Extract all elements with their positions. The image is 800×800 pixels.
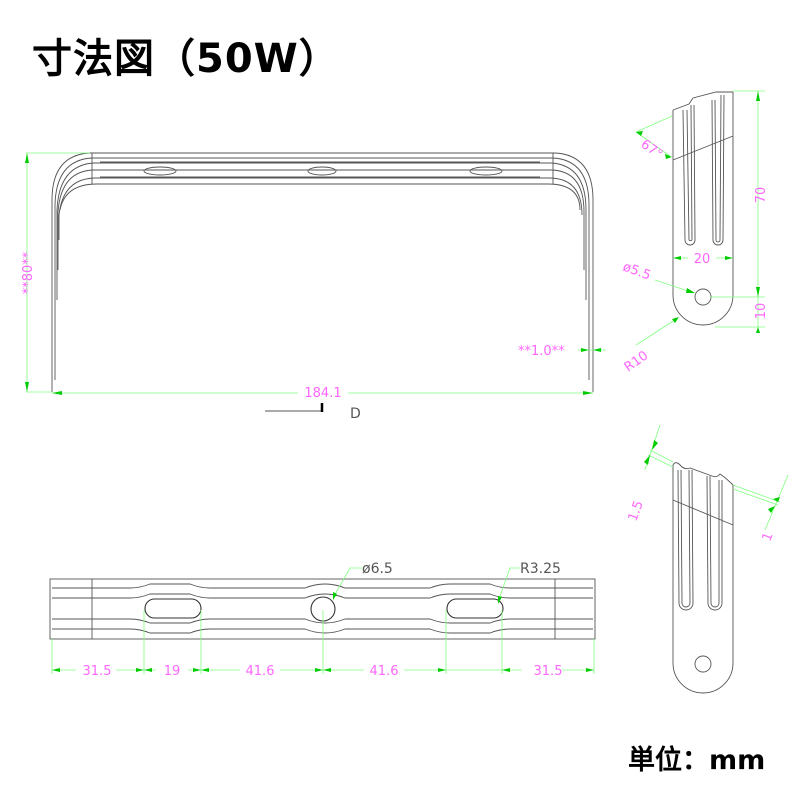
plan-view: 31.5 19 41.6 41.6 31.5 ø6.5 R3.25 (49, 561, 596, 679)
bottom-right-thickness-dim: 1 (760, 530, 777, 543)
side-view-top: 70 10 20 ø5.5 R10 67° (621, 90, 769, 375)
side-hole-dim: ø5.5 (621, 260, 653, 284)
unit-label: 単位：mm (628, 745, 766, 776)
front-view: **80** 184.1 **1.0** D (21, 152, 606, 422)
plan-hole-callout: ø6.5 (362, 561, 393, 577)
side-end-dim: 10 (754, 303, 769, 320)
plan-slot-radius-callout: R3.25 (520, 561, 561, 577)
plan-dim-5: 31.5 (534, 664, 563, 679)
front-height-dim: **80** (21, 251, 36, 294)
bottom-left-thickness-dim: 1.5 (626, 499, 647, 524)
side-view-bottom: 1.5 1 (626, 424, 789, 694)
section-marker: D (350, 406, 361, 422)
front-width-dim: 184.1 (304, 386, 341, 401)
plan-dim-3: 41.6 (246, 664, 275, 679)
plan-dim-2: 19 (164, 664, 181, 679)
plan-dim-1: 31.5 (83, 664, 112, 679)
side-radius-dim: R10 (622, 348, 652, 375)
front-thickness-dim: **1.0** (518, 344, 565, 359)
side-length-dim: 70 (754, 187, 769, 204)
plan-dim-4: 41.6 (370, 664, 399, 679)
side-angle-dim: 67° (638, 137, 665, 163)
page-title: 寸法図（50W） (32, 36, 340, 82)
side-width-dim: 20 (694, 252, 711, 267)
